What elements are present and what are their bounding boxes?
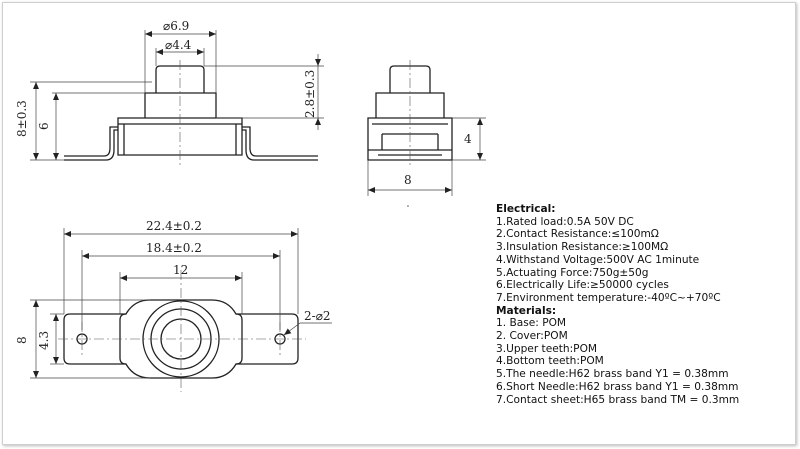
dim-hole-dia: 2-⌀2 <box>304 309 331 323</box>
electrical-heading: Electrical: <box>496 203 556 215</box>
dim-top-height-total: 8 <box>15 336 29 344</box>
material-item: 2. Cover:POM <box>496 330 568 343</box>
dim-top-length-body: 12 <box>173 263 188 277</box>
dim-side-outer-dia: ⌀6.9 <box>163 19 189 33</box>
material-item: 5.The needle:H62 brass band Y1 = 0.38mm <box>496 368 729 381</box>
dim-side-button-height: 2.8±0.3 <box>303 70 317 118</box>
electrical-item: 3.Insulation Resistance:≥100MΩ <box>496 241 669 254</box>
dim-top-length-outer: 22.4±0.2 <box>146 219 202 233</box>
dim-end-width: 8 <box>404 173 412 187</box>
electrical-item: 4.Withstand Voltage:500V AC 1minute <box>496 253 700 266</box>
material-item: 4.Bottom teeth:POM <box>496 355 604 368</box>
dim-top-height-half: 4.3 <box>37 331 51 350</box>
electrical-item: 6.Electrically Life:≥50000 cycles <box>496 279 669 292</box>
side-view: ⌀6.9 ⌀4.4 8±0.3 6 2.8±0.3 <box>15 19 324 166</box>
top-view: 22.4±0.2 18.4±0.2 12 8 4.3 2-⌀2 <box>15 219 332 392</box>
end-view: 4 8 <box>367 60 486 207</box>
drawing-frame <box>2 2 796 445</box>
electrical-item: 2.Contact Resistance:≤100mΩ <box>496 228 659 241</box>
dim-side-height-total: 8±0.3 <box>15 100 29 137</box>
material-item: 3.Upper teeth:POM <box>496 342 598 355</box>
spec-panel: Electrical: 1.Rated load:0.5A 50V DC 2.C… <box>496 203 739 406</box>
materials-heading: Materials: <box>496 304 557 317</box>
dim-end-height: 4 <box>464 132 472 146</box>
material-item: 1. Base: POM <box>496 317 567 330</box>
electrical-item: 5.Actuating Force:750g±50g <box>496 266 649 279</box>
dim-side-inner-dia: ⌀4.4 <box>165 38 192 52</box>
dim-side-height-body: 6 <box>37 122 51 130</box>
material-item: 7.Contact sheet:H65 brass band TM = 0.3m… <box>496 393 740 406</box>
material-item: 6.Short Needle:H62 brass band Y1 = 0.38m… <box>496 380 739 393</box>
dim-top-length-hole: 18.4±0.2 <box>146 241 202 255</box>
electrical-item: 7.Environment temperature:-40ºC~+70ºC <box>496 291 721 304</box>
electrical-item: 1.Rated load:0.5A 50V DC <box>496 215 634 228</box>
